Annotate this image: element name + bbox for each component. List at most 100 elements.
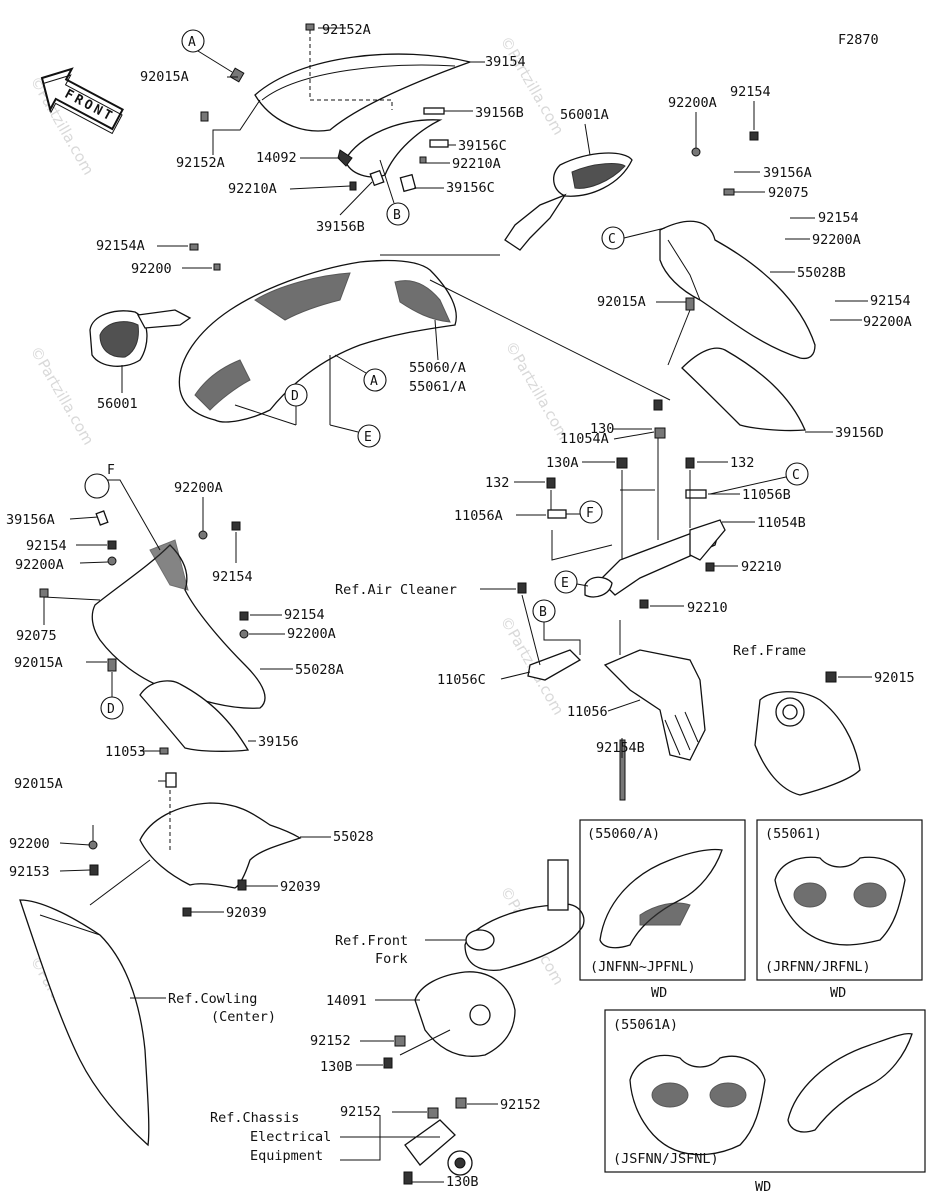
- bracket-11054: [584, 519, 726, 598]
- label-56001A: 56001A: [560, 107, 609, 123]
- side-cowl: [19, 899, 150, 1147]
- label-92075: 92075: [16, 628, 57, 644]
- svg-text:A: A: [188, 35, 196, 50]
- label-11054B: 11054B: [757, 515, 806, 531]
- label-92154B: 92154B: [596, 740, 645, 756]
- fork-clamp: [464, 859, 585, 971]
- label-92152A: 92152A: [322, 22, 371, 38]
- callout-C-mid: C: [785, 462, 809, 486]
- variant-box-55060A: (55060/A) (JNFNN~JPFNL) WD: [579, 819, 746, 1001]
- svg-text:E: E: [561, 576, 569, 591]
- label-39156D: 39156D: [835, 425, 884, 441]
- label-92015A: 92015A: [597, 294, 646, 310]
- callout-D-mid: D: [284, 383, 308, 407]
- callout-A-mid: A: [363, 368, 387, 392]
- windshield-39154: [254, 30, 473, 132]
- label-39156A: 39156A: [763, 165, 812, 181]
- variant-box-55061A: (55061A) (JSFNN/JSFNL) WD: [604, 1009, 926, 1195]
- svg-text:(JSFNN/JSFNL): (JSFNN/JSFNL): [613, 1151, 719, 1167]
- label-92039: 92039: [226, 905, 267, 921]
- label-92154: 92154: [870, 293, 911, 309]
- label-11056: 11056: [567, 704, 608, 720]
- label-39156B: 39156B: [316, 219, 365, 235]
- label-39156B: 39156B: [475, 105, 524, 121]
- label-92210: 92210: [687, 600, 728, 616]
- label-92152: 92152: [500, 1097, 541, 1113]
- callout-F-left: F: [84, 463, 115, 499]
- label-ref-electrical: Electrical: [250, 1129, 331, 1145]
- label-14092: 14092: [256, 150, 297, 166]
- upper-cowl-55060: [178, 259, 457, 423]
- label-ref-cowling: Ref.Cowling: [168, 991, 257, 1007]
- svg-text:D: D: [291, 389, 299, 404]
- label-92075: 92075: [768, 185, 809, 201]
- watermark: ©Partzilla.com: [497, 33, 568, 138]
- cover-39156: [139, 680, 250, 752]
- label-92152A: 92152A: [176, 155, 225, 171]
- label-92200A: 92200A: [15, 557, 64, 573]
- svg-text:D: D: [107, 702, 115, 717]
- label-132: 132: [485, 475, 509, 491]
- label-92152: 92152: [340, 1104, 381, 1120]
- svg-text:WD: WD: [651, 985, 667, 1001]
- callout-D-left: D: [100, 696, 124, 720]
- svg-text:(JRFNN/JRFNL): (JRFNN/JRFNL): [765, 959, 871, 975]
- label-ref-fork: Fork: [375, 951, 408, 967]
- label-11056A: 11056A: [454, 508, 503, 524]
- mirror-56001: [89, 309, 192, 367]
- label-130B: 130B: [446, 1174, 479, 1190]
- label-14091: 14091: [326, 993, 367, 1009]
- svg-text:C: C: [608, 232, 616, 247]
- label-ref-air-cleaner: Ref.Air Cleaner: [335, 582, 457, 598]
- watermark: ©Partzilla.com: [27, 343, 98, 448]
- frame-ref: [754, 691, 861, 796]
- inner-panel-55028B: [659, 220, 816, 360]
- label-130B: 130B: [320, 1059, 353, 1075]
- label-56001: 56001: [97, 396, 138, 412]
- label-92200A: 92200A: [812, 232, 861, 248]
- callout-A-top: A: [181, 29, 205, 53]
- label-92200: 92200: [131, 261, 172, 277]
- label-ref-equipment: Equipment: [250, 1148, 323, 1164]
- label-130A: 130A: [546, 455, 579, 471]
- svg-text:E: E: [364, 430, 372, 445]
- label-92210: 92210: [741, 559, 782, 575]
- label-92154: 92154: [284, 607, 325, 623]
- label-92154A: 92154A: [96, 238, 145, 254]
- horn: [404, 1119, 473, 1176]
- label-92210A: 92210A: [228, 181, 277, 197]
- label-92210A: 92210A: [452, 156, 501, 172]
- variant-box-55061: (55061) (JRFNN/JRFNL) WD: [756, 819, 923, 1001]
- label-11056B: 11056B: [742, 487, 791, 503]
- svg-text:(55060/A): (55060/A): [587, 826, 660, 842]
- label-92153: 92153: [9, 864, 50, 880]
- watermark: ©Partzilla.com: [502, 338, 573, 443]
- svg-text:(55061A): (55061A): [613, 1017, 678, 1033]
- label-92015A: 92015A: [14, 655, 63, 671]
- figure-code: F2870: [838, 32, 879, 48]
- screen-bracket-39156: [337, 119, 443, 178]
- callout-F-mid: F: [579, 500, 603, 524]
- label-92015A: 92015A: [140, 69, 189, 85]
- svg-text:F: F: [586, 506, 594, 521]
- label-39156C: 39156C: [446, 180, 495, 196]
- svg-text:B: B: [393, 208, 401, 223]
- label-55028A: 55028A: [295, 662, 344, 678]
- label-11054A: 11054A: [560, 431, 609, 447]
- callout-B-top: B: [386, 202, 410, 226]
- label-39156A: 39156A: [6, 512, 55, 528]
- label-92015: 92015: [874, 670, 915, 686]
- label-92200A: 92200A: [174, 480, 223, 496]
- callout-E-mid: E: [357, 424, 381, 448]
- svg-text:(JNFNN~JPFNL): (JNFNN~JPFNL): [590, 959, 696, 975]
- svg-text:C: C: [792, 468, 800, 483]
- svg-text:B: B: [539, 605, 547, 620]
- callout-C-right: C: [601, 226, 625, 250]
- mirror-56001A: [504, 152, 633, 251]
- label-55028: 55028: [333, 829, 374, 845]
- label-92039: 92039: [280, 879, 321, 895]
- label-39154: 39154: [485, 54, 526, 70]
- label-ref-frame: Ref.Frame: [733, 643, 806, 659]
- label-92200A: 92200A: [287, 626, 336, 642]
- label-55061A: 55061/A: [409, 379, 466, 395]
